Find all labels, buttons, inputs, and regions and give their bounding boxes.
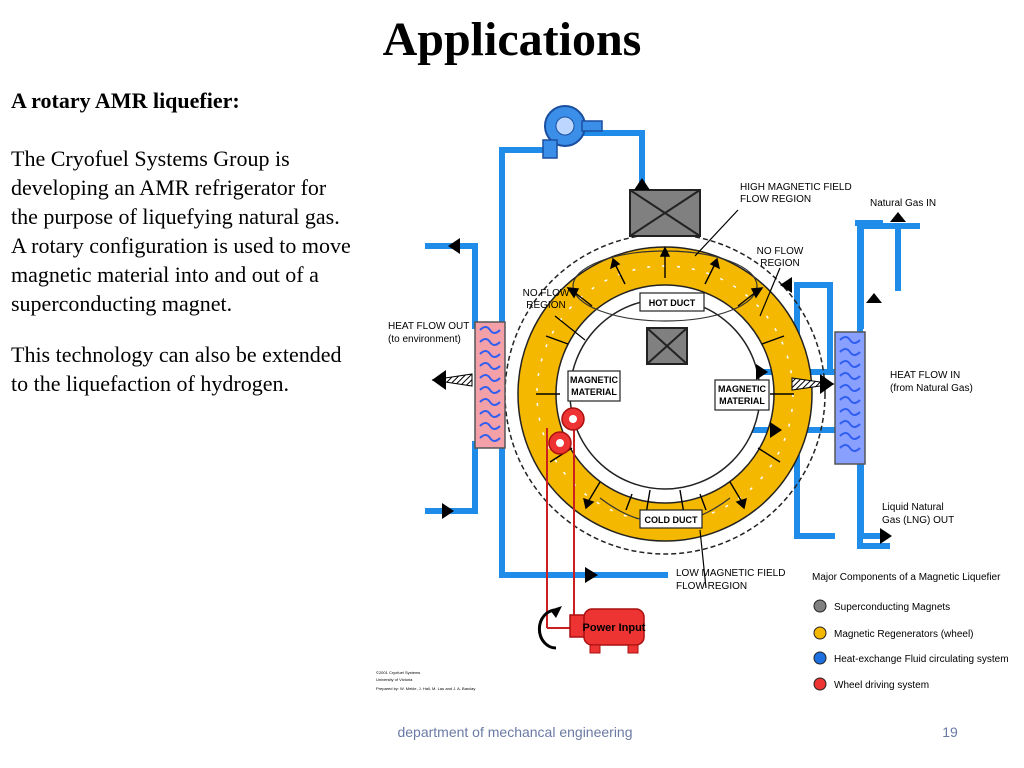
no-flow-left-label-2: REGION [526, 300, 565, 311]
high-field-label-1: HIGH MAGNETIC FIELD [740, 182, 852, 193]
lng-label-1: Liquid Natural [882, 502, 944, 513]
heat-out-label-2: (to environment) [388, 334, 461, 345]
heat-out-label-1: HEAT FLOW OUT [388, 321, 469, 332]
superconducting-magnet-center [646, 327, 688, 365]
page-number: 19 [942, 724, 958, 740]
rotation-arrow-icon [537, 608, 557, 650]
power-input-motor: Power Input [569, 608, 646, 654]
legend-label: Superconducting Magnets [834, 602, 950, 613]
natural-gas-piping [857, 223, 920, 549]
legend: Major Components of a Magnetic Liquefier… [812, 572, 1009, 691]
leader-lines [554, 209, 781, 589]
mag-left-line1: MAGNETIC [570, 375, 618, 385]
natural-gas-in-label: Natural Gas IN [870, 198, 936, 209]
low-field-label-2: FLOW REGION [676, 581, 747, 592]
flow-direction-arrows [442, 178, 906, 583]
legend-label: Wheel driving system [834, 680, 929, 691]
heat-in-label-2: (from Natural Gas) [890, 383, 973, 394]
amr-liquefier-diagram: HOT DUCT COLD DUCT MAGNETIC MATERIAL MAG… [376, 105, 1009, 691]
credit-line-1: ©2001 Cryofuel Systems [376, 670, 420, 675]
high-field-label-2: FLOW REGION [740, 194, 811, 205]
lng-label-2: Gas (LNG) OUT [882, 515, 954, 526]
heat-exchanger-right [834, 331, 866, 465]
credit-text: ©2001 Cryofuel Systems University of Vic… [376, 670, 475, 691]
superconducting-magnet-top [629, 189, 701, 237]
heat-in-arrow [791, 374, 835, 394]
slide-title: Applications [382, 13, 642, 66]
mag-right-line2: MATERIAL [719, 396, 765, 406]
legend-title: Major Components of a Magnetic Liquefier [812, 572, 1001, 583]
hot-duct-label: HOT DUCT [649, 298, 696, 308]
subheading: A rotary AMR liquefier: [11, 88, 240, 113]
footer-department: department of mechancal engineering [397, 724, 633, 740]
legend-item-superconducting-magnets: Superconducting Magnets [813, 599, 950, 613]
legend-item-magnetic-regenerators: Magnetic Regenerators (wheel) [813, 626, 974, 640]
legend-label: Magnetic Regenerators (wheel) [834, 629, 974, 640]
credit-line-2: University of Victoria [376, 677, 413, 682]
credit-line-3: Prepared by: W. Mekle, J. Hall, M. Lau a… [376, 686, 475, 691]
mag-left-line2: MATERIAL [571, 387, 617, 397]
paragraph-description: The Cryofuel Systems Group is developing… [11, 146, 351, 316]
hot-duct: HOT DUCT [639, 292, 705, 312]
magnetic-material-left: MAGNETIC MATERIAL [567, 370, 621, 402]
power-input-label: Power Input [583, 622, 646, 634]
wheel-drive-system [546, 407, 585, 629]
heat-out-arrow [431, 370, 473, 390]
mag-right-line1: MAGNETIC [718, 384, 766, 394]
legend-item-heat-exchange-fluid: Heat-exchange Fluid circulating system [813, 651, 1009, 665]
no-flow-right-label-2: REGION [760, 258, 799, 269]
body-text: A rotary AMR liquefier: The Cryofuel Sys… [11, 86, 356, 420]
magnetic-material-right: MAGNETIC MATERIAL [714, 379, 770, 411]
legend-item-wheel-driving-system: Wheel driving system [813, 677, 929, 691]
no-flow-right-label-1: NO FLOW [757, 246, 804, 257]
low-field-label-1: LOW MAGNETIC FIELD [676, 568, 785, 579]
rotation-arrowhead-icon [550, 606, 562, 618]
blower [542, 105, 603, 159]
legend-label: Heat-exchange Fluid circulating system [834, 654, 1009, 665]
paragraph-hydrogen: This technology can also be extended to … [11, 342, 342, 396]
cold-duct: COLD DUCT [639, 509, 703, 529]
cold-duct-label: COLD DUCT [645, 515, 698, 525]
heat-in-label-1: HEAT FLOW IN [890, 370, 960, 381]
no-flow-left-label-1: NO FLOW [523, 288, 570, 299]
heat-exchanger-left [474, 321, 506, 449]
